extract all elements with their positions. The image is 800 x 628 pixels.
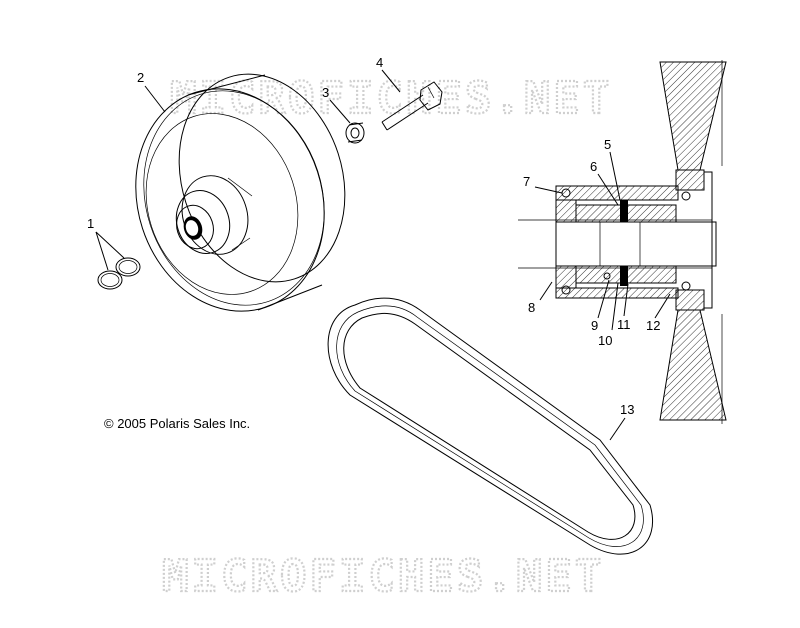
o-rings — [97, 257, 141, 290]
callout-8: 8 — [528, 300, 535, 315]
callout-2: 2 — [137, 70, 144, 85]
callout-13: 13 — [620, 402, 634, 417]
copyright-notice: © 2005 Polaris Sales Inc. — [104, 416, 250, 431]
washer — [345, 122, 365, 144]
callout-1: 1 — [87, 216, 94, 231]
callout-10: 10 — [598, 333, 612, 348]
leader-lines — [95, 69, 671, 441]
callout-9: 9 — [591, 318, 598, 333]
bolt — [381, 81, 443, 131]
callout-11: 11 — [617, 317, 631, 332]
callout-labels: 1 2 3 4 5 6 7 8 9 10 11 12 13 — [87, 55, 660, 417]
callout-3: 3 — [322, 85, 329, 100]
watermark-bottom: MICROFICHES.NET — [162, 551, 604, 602]
callout-7: 7 — [523, 174, 530, 189]
callout-4: 4 — [376, 55, 383, 70]
callout-12: 12 — [646, 318, 660, 333]
callout-6: 6 — [590, 159, 597, 174]
callout-5: 5 — [604, 137, 611, 152]
driven-clutch-sheave — [135, 73, 346, 312]
drive-belt — [327, 297, 653, 555]
